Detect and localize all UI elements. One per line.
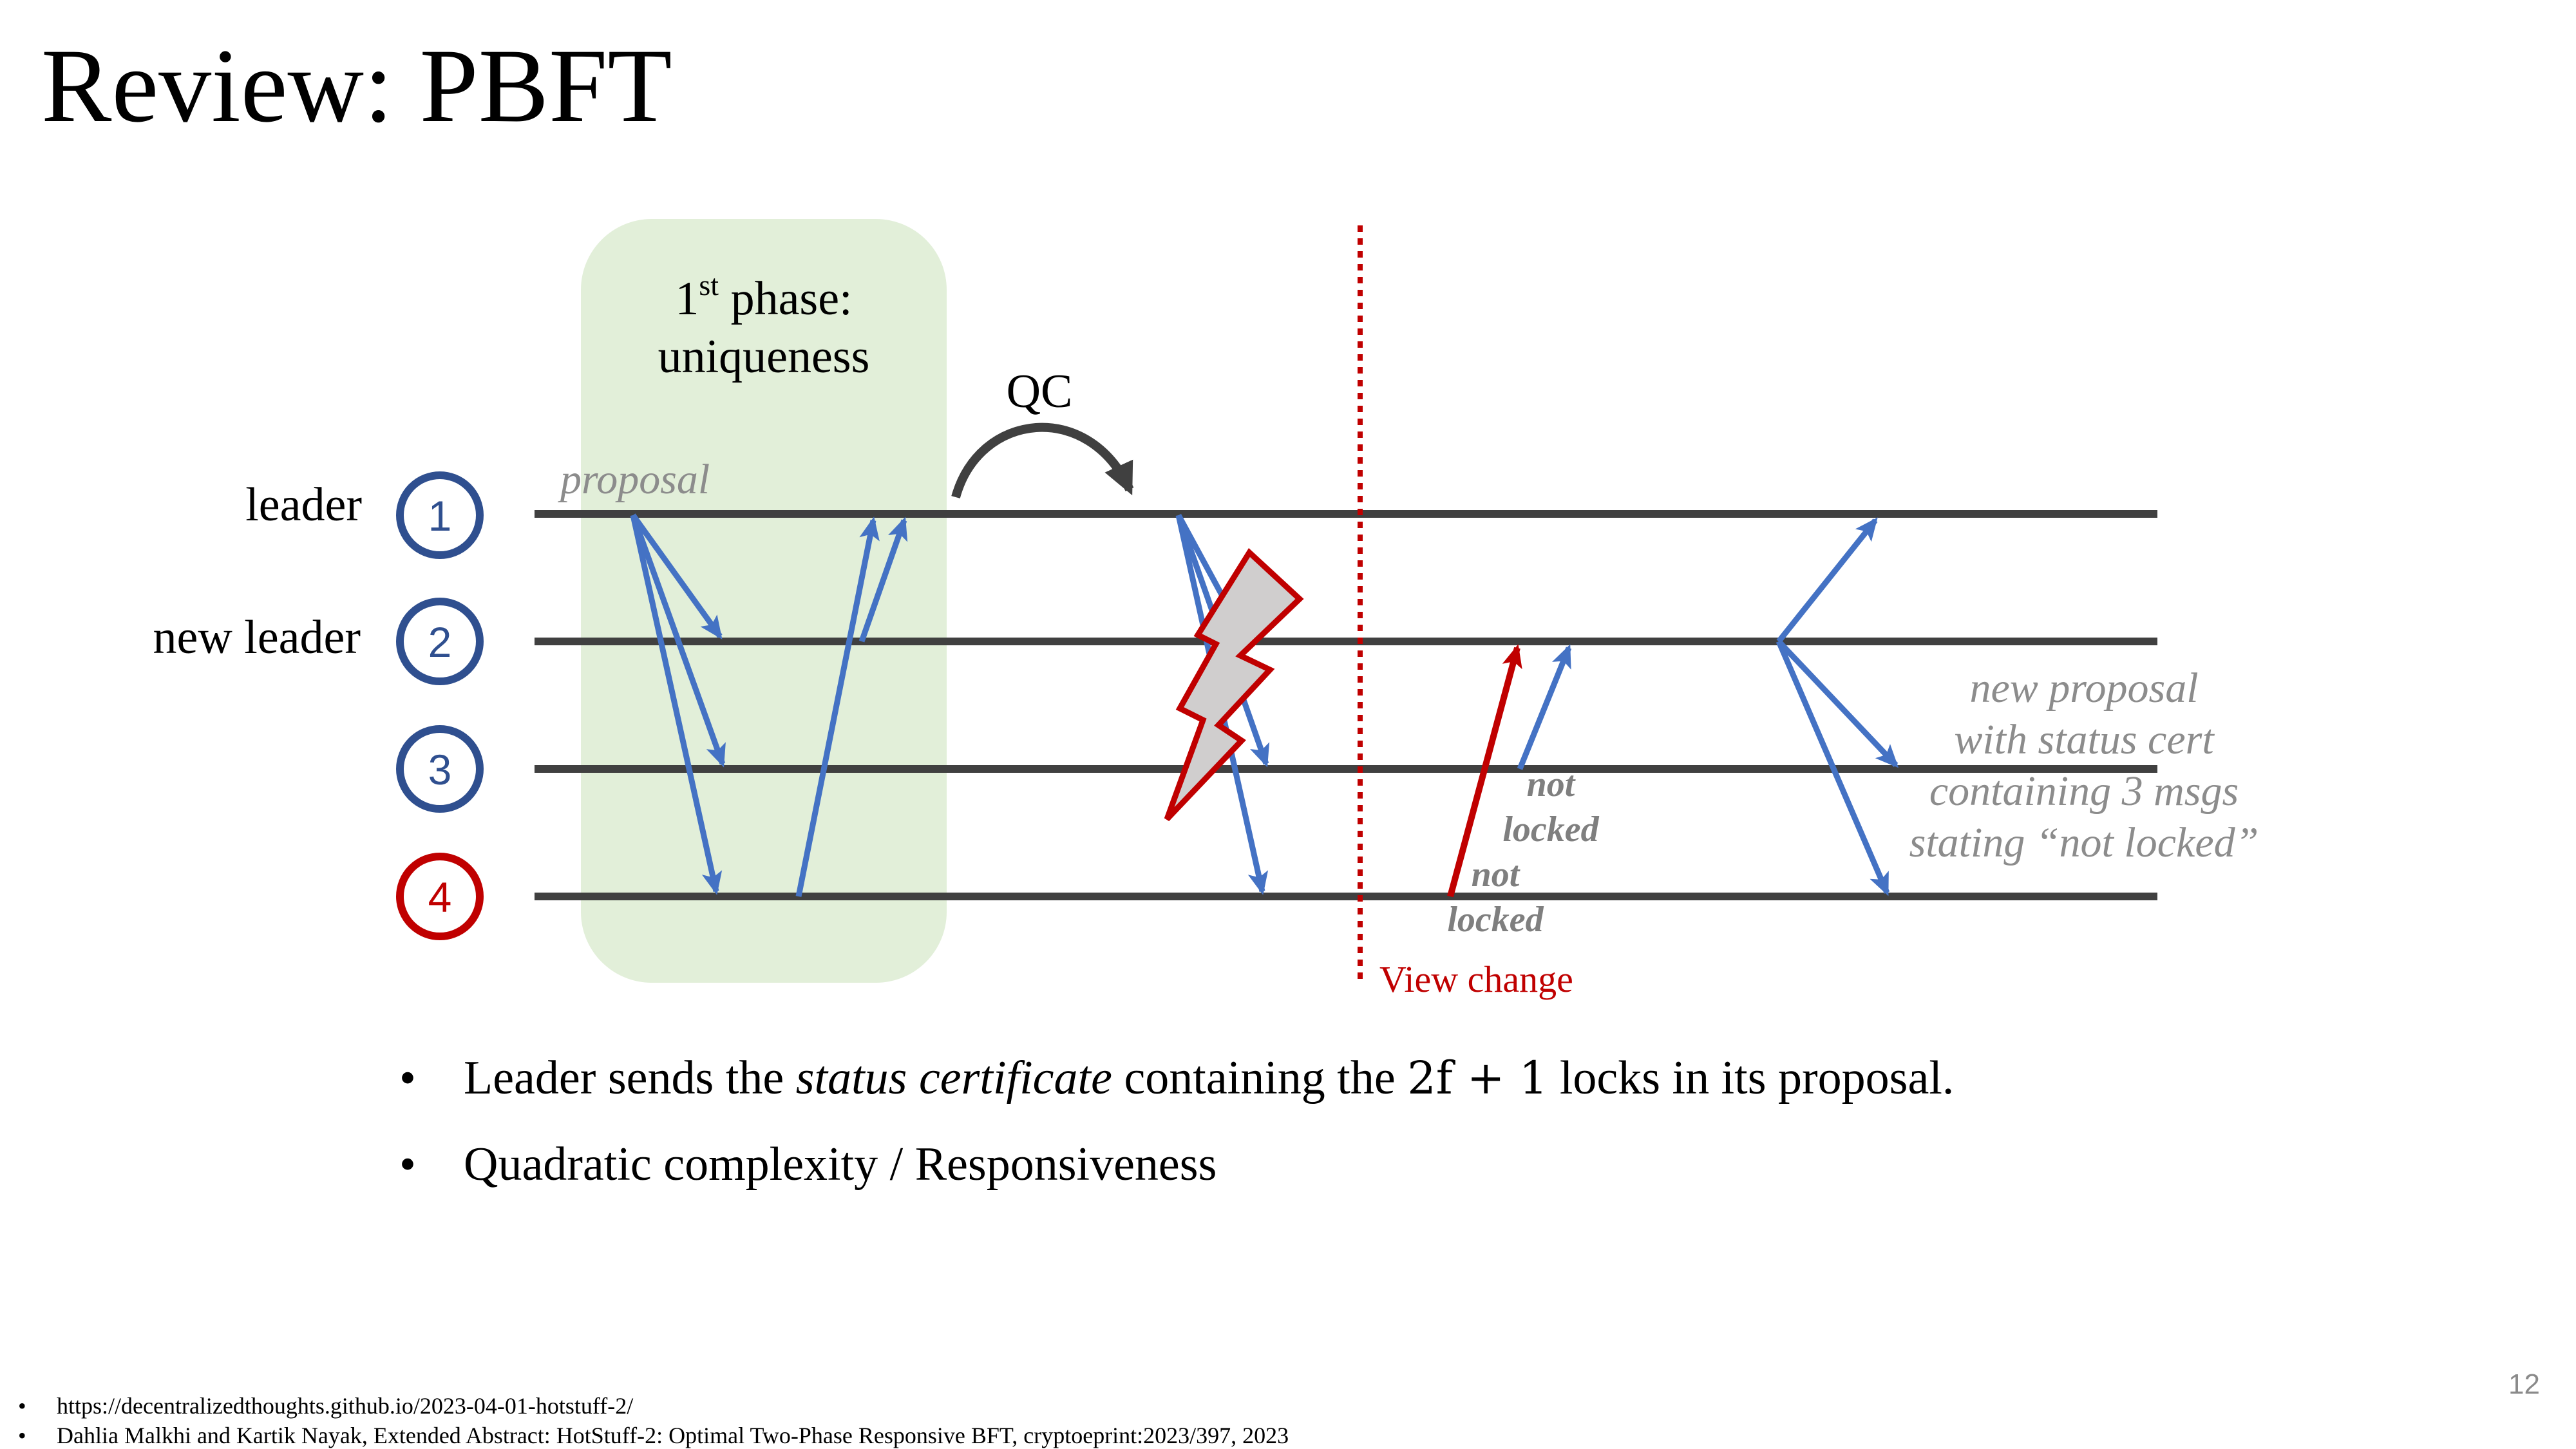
svg-text:4: 4 [428, 873, 452, 921]
node-4: 4 [396, 853, 484, 940]
qc-arrow [951, 422, 1134, 498]
not-locked-label-4-line2: locked [1447, 900, 1544, 940]
slide-title: Review: PBFT [41, 28, 672, 144]
reference-item-1[interactable]: • https://decentralizedthoughts.github.i… [18, 1391, 1289, 1421]
vote-arrows [795, 516, 908, 897]
reference-item-2: • Dahlia Malkhi and Kartik Nayak, Extend… [18, 1421, 1289, 1449]
view-change-label: View change [1379, 958, 1573, 1000]
svg-text:new proposal: new proposal [1969, 665, 2198, 712]
phase-box [581, 219, 947, 983]
phase-label-line1: 1st phase: [675, 269, 852, 325]
not-locked-label-3-line2: locked [1502, 810, 1599, 849]
node-1-role: leader [245, 478, 362, 531]
node-3: 3 [396, 725, 484, 813]
node-2: 2 [396, 598, 484, 685]
bullet-item-2: • Quadratic complexity / Responsiveness [399, 1135, 2331, 1194]
bullet-1-math: 2f + 1 [1407, 1052, 1548, 1104]
bullet-dot: • [399, 1138, 416, 1191]
bullet-2-text: Quadratic complexity / Responsiveness [464, 1138, 1217, 1191]
node-1: 1 [396, 471, 484, 559]
svg-text:2: 2 [428, 618, 452, 666]
svg-text:containing 3 msgs: containing 3 msgs [1929, 768, 2239, 815]
proposal-label: proposal [558, 456, 710, 503]
qc-label: QC [1007, 365, 1073, 418]
bullet-item-1: • Leader sends the status certificate co… [399, 1048, 2331, 1108]
svg-text:stating “not locked”: stating “not locked” [1909, 819, 2259, 866]
bullet-1-emphasis: status certificate [795, 1052, 1112, 1104]
reference-citation: Dahlia Malkhi and Kartik Nayak, Extended… [57, 1423, 1289, 1448]
references: • https://decentralizedthoughts.github.i… [18, 1391, 1289, 1449]
new-proposal-arrows [1776, 517, 1899, 896]
not-locked-msg-blue [1517, 644, 1572, 770]
reference-bullet: • [18, 1423, 26, 1448]
phase-label-line2: uniqueness [658, 330, 870, 383]
proposal-arrows [630, 513, 726, 895]
bullet-dot: • [399, 1052, 416, 1104]
not-locked-label-4-line1: not [1472, 855, 1520, 895]
svg-text:with status cert: with status cert [1954, 716, 2215, 763]
reference-bullet: • [18, 1393, 26, 1419]
reference-link[interactable]: https://decentralizedthoughts.github.io/… [57, 1393, 634, 1419]
not-locked-label-3-line1: not [1527, 764, 1576, 804]
bullet-1-text-mid: containing the [1112, 1052, 1408, 1104]
page-number: 12 [2508, 1368, 2540, 1400]
bullet-list: • Leader sends the status certificate co… [399, 1048, 2331, 1221]
bullet-1-text-pre: Leader sends the [464, 1052, 796, 1104]
failure-bolt-icon [1164, 548, 1304, 822]
not-locked-msg-red [1447, 644, 1522, 898]
svg-text:1: 1 [428, 492, 452, 540]
node-2-role: new leader [153, 611, 361, 664]
bullet-1-text-post: locks in its proposal. [1548, 1052, 1955, 1104]
svg-text:3: 3 [428, 746, 452, 793]
new-proposal-note: new proposal with status cert containing… [1909, 665, 2259, 866]
